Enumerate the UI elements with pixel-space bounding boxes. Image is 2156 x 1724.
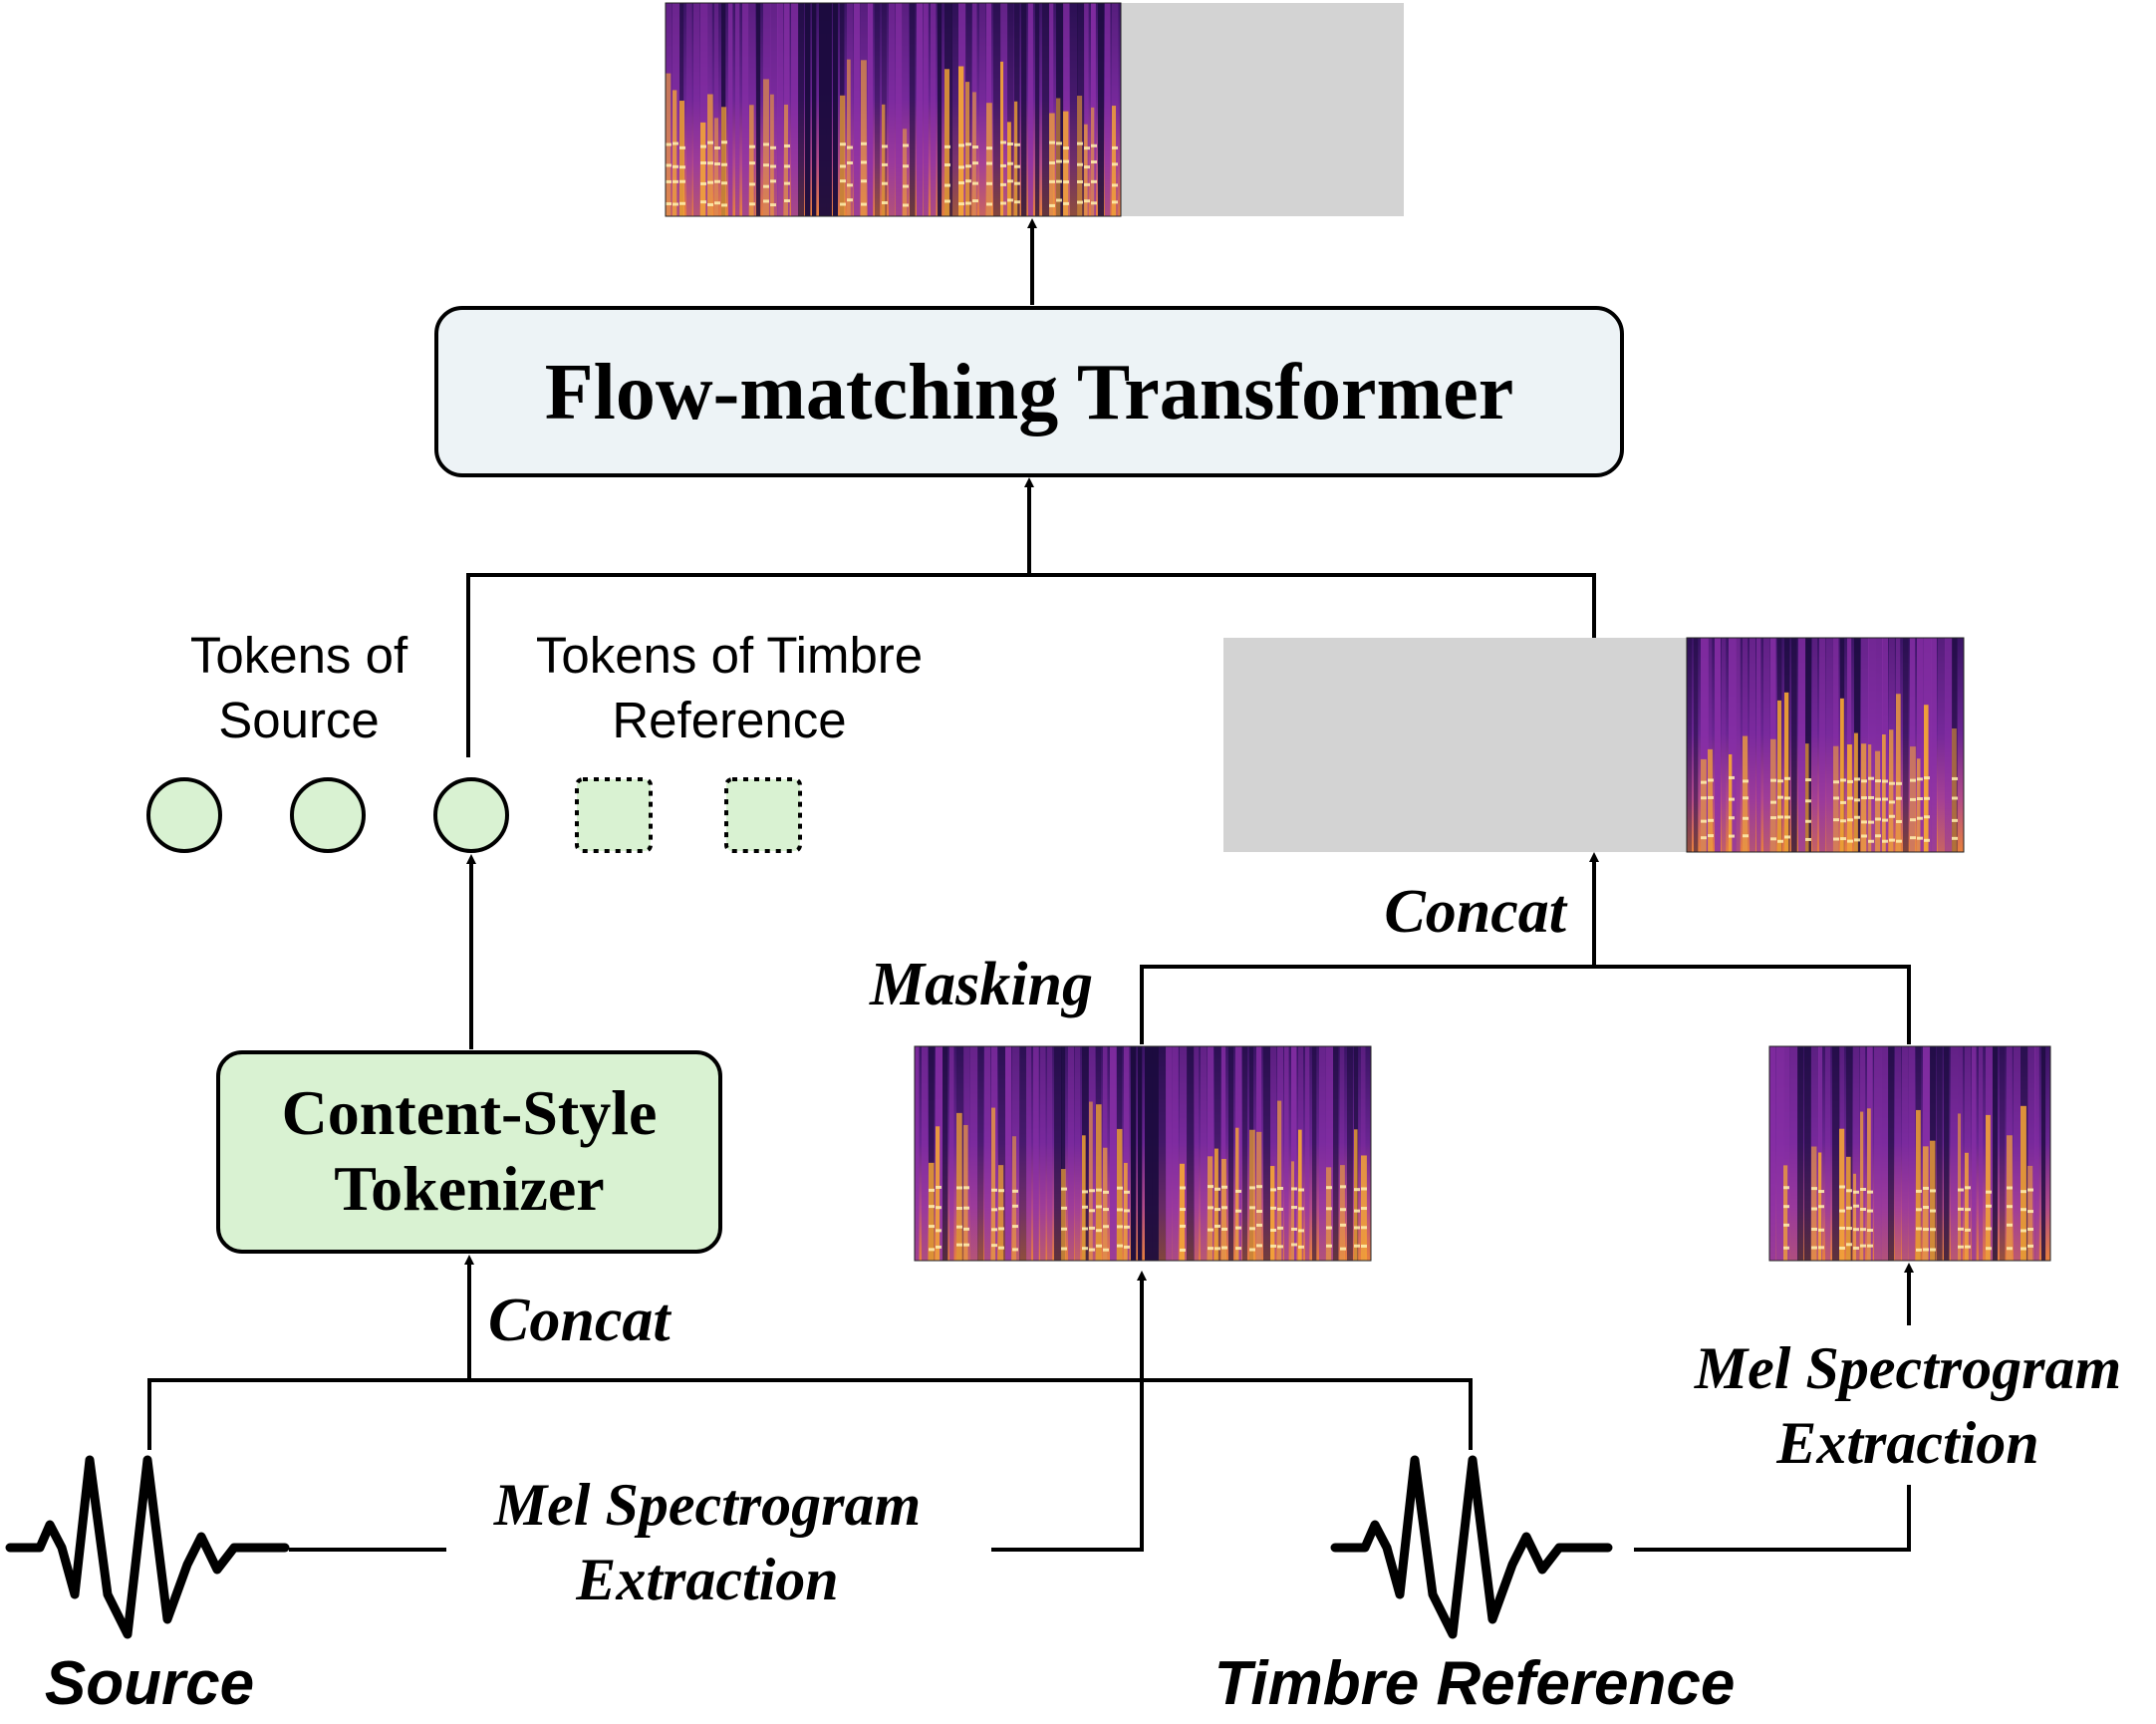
tokens-timbre-label-1: Tokens of Timbre <box>536 627 923 684</box>
content-style-tokenizer-box: Content-Style Tokenizer <box>216 1050 722 1254</box>
source-token-3 <box>433 777 509 853</box>
tokenizer-label-2: Tokenizer <box>334 1153 604 1224</box>
masked-concat-spectrogram <box>1223 637 1965 853</box>
tokens-source-label-1: Tokens of <box>190 627 408 684</box>
timbre-mel-spectrogram <box>1768 1045 2051 1262</box>
transformer-label: Flow-matching Transformer <box>545 349 1513 436</box>
concat-join-right <box>1140 965 1911 1044</box>
output-spectrogram <box>665 2 1404 217</box>
arrow-to-source-mel <box>991 1271 1147 1552</box>
source-token-2 <box>290 777 366 853</box>
join-line-top <box>466 573 1596 757</box>
mask-region <box>1223 638 1687 852</box>
source-waveform-icon <box>5 1455 290 1639</box>
timbre-token-2 <box>724 777 802 853</box>
source-mel-spectrogram <box>914 1045 1372 1262</box>
tokens-timbre-label-2: Reference <box>612 692 846 748</box>
timbre-reference-label: Timbre Reference <box>1214 1649 1736 1718</box>
tokens-source-label-2: Source <box>218 692 380 748</box>
source-tokens <box>146 777 509 853</box>
timbre-waveform-icon <box>1330 1455 1613 1639</box>
mel-right-label-2: Extraction <box>1775 1410 2038 1476</box>
mel-center-label-2: Extraction <box>575 1547 838 1612</box>
timbre-to-mel-line <box>1634 1485 1911 1552</box>
mel-center-label-1: Mel Spectrogram <box>493 1472 921 1538</box>
tokenizer-label-1: Content-Style <box>282 1077 658 1148</box>
source-timbre-bus <box>147 1378 1473 1450</box>
source-token-1 <box>146 777 222 853</box>
flow-matching-transformer-box: Flow-matching Transformer <box>434 306 1624 477</box>
concat-left-label: Concat <box>488 1287 672 1354</box>
mel-right-label-1: Mel Spectrogram <box>1694 1335 2121 1401</box>
mask-region <box>1121 3 1404 216</box>
timbre-token-1 <box>575 777 653 853</box>
source-label: Source <box>45 1649 254 1718</box>
timbre-tokens <box>575 777 802 853</box>
masking-label: Masking <box>869 951 1093 1018</box>
concat-right-label: Concat <box>1384 878 1567 946</box>
